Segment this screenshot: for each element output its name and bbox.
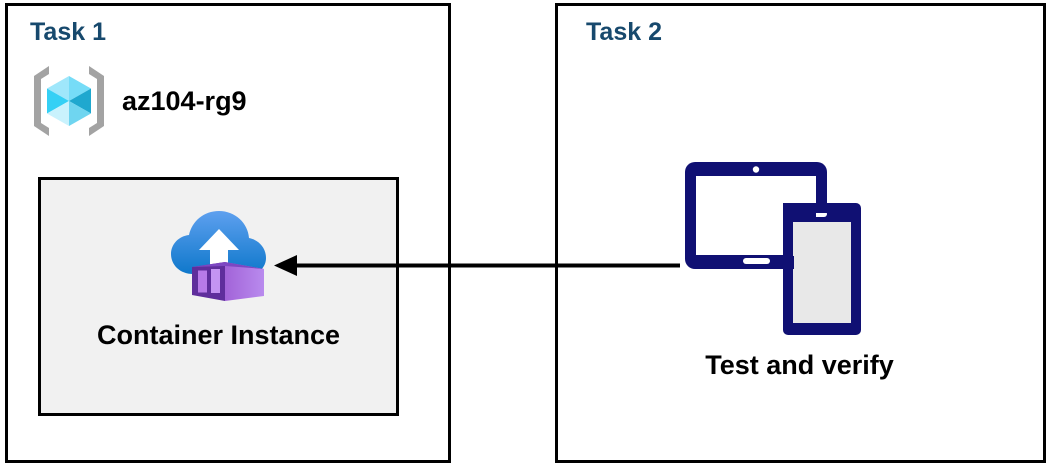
panel-task-2: [555, 3, 1046, 463]
container-instance-label: Container Instance: [96, 320, 341, 350]
resource-group-name: az104-rg9: [122, 85, 247, 116]
task-1-label: Task 1: [30, 18, 106, 46]
test-and-verify-label: Test and verify: [705, 350, 894, 380]
azure-resource-group-icon: [30, 62, 108, 140]
panel-task-1: [5, 3, 451, 463]
container-instance-box: Container Instance: [38, 177, 399, 416]
resource-group-row: az104-rg9: [30, 62, 247, 140]
task-2-label: Task 2: [586, 18, 662, 46]
